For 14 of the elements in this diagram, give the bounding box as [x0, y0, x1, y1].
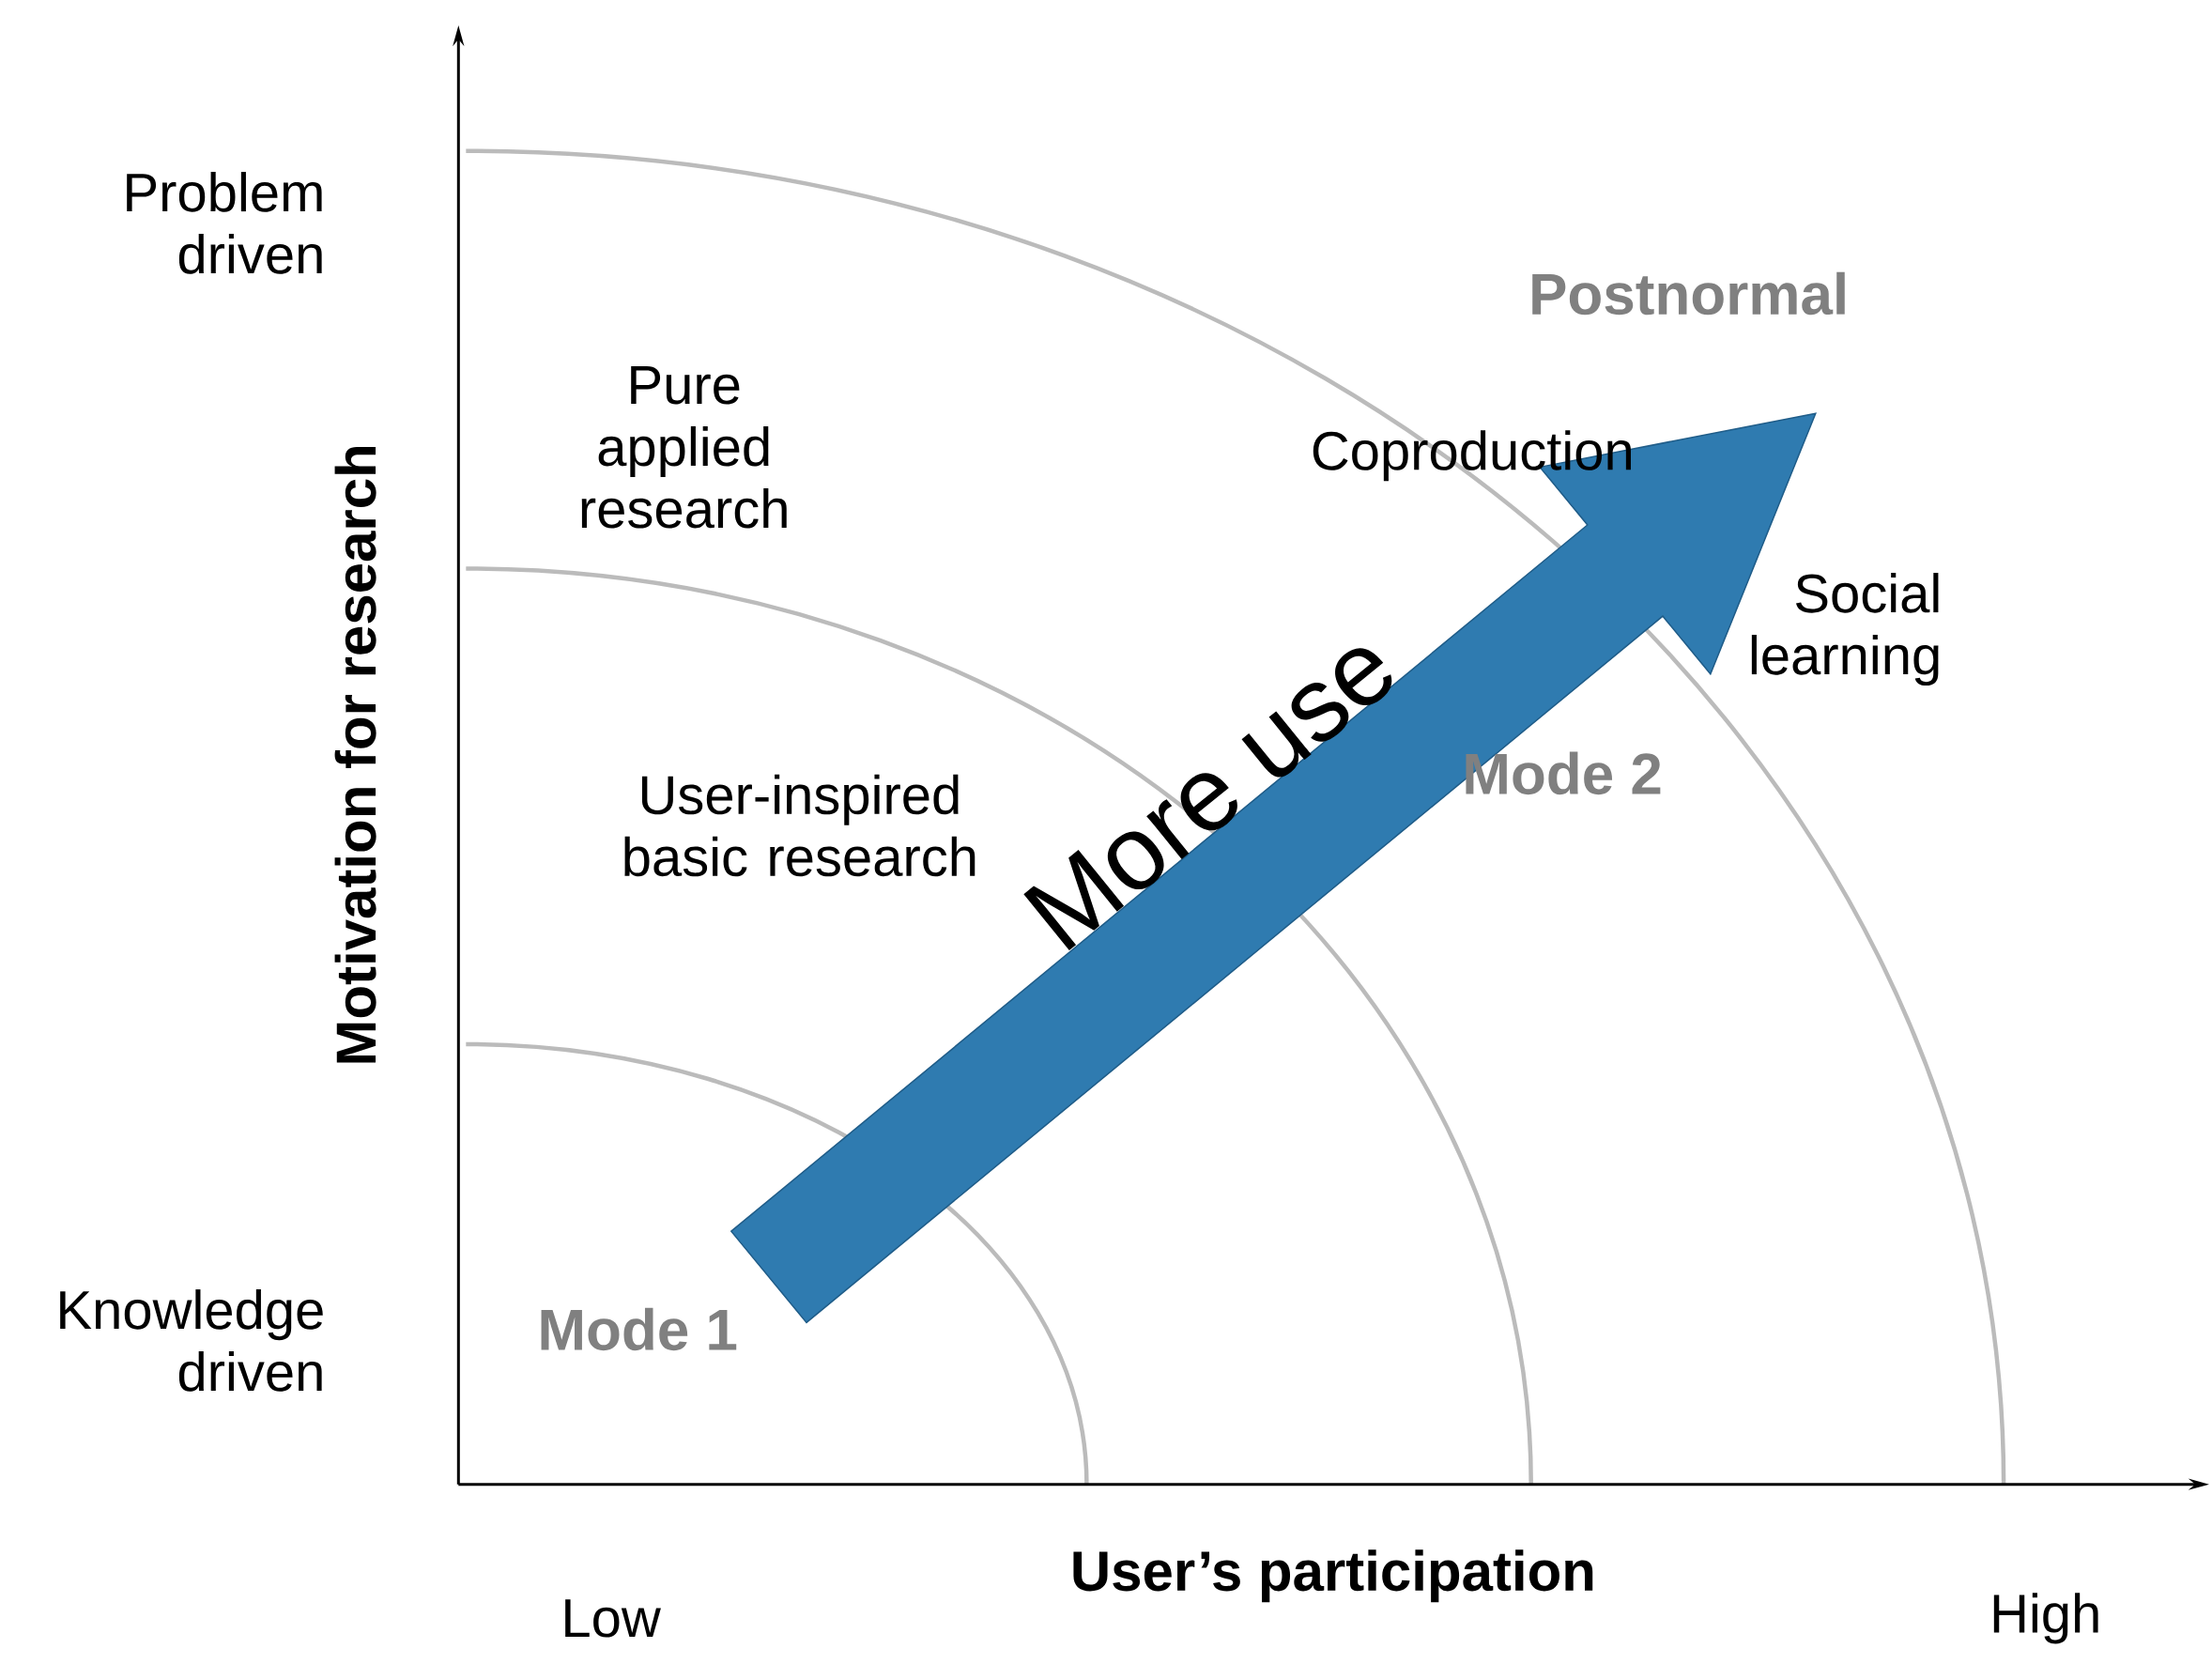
region-label: Social learning — [1751, 573, 1939, 686]
axis-title: Motivation for research — [334, 446, 376, 1063]
region-label: Postnormal — [1532, 271, 1845, 316]
axis-level-label: Problem driven — [127, 172, 322, 274]
region-label: Pure applied research — [581, 366, 787, 529]
axis-level-label: High — [1993, 1593, 2098, 1644]
region-label: Mode 2 — [1466, 751, 1661, 795]
region-label: User-inspired basic research — [624, 774, 975, 877]
region-label: Mode 1 — [541, 1307, 737, 1351]
region-label: Coproduction — [1313, 430, 1631, 482]
arrow-label: More use — [1023, 648, 1392, 950]
axis-level-label: Low — [565, 1599, 661, 1638]
axis-level-label: Knowledge driven — [60, 1289, 323, 1392]
axis-title: User’s participation — [1073, 1549, 1593, 1603]
